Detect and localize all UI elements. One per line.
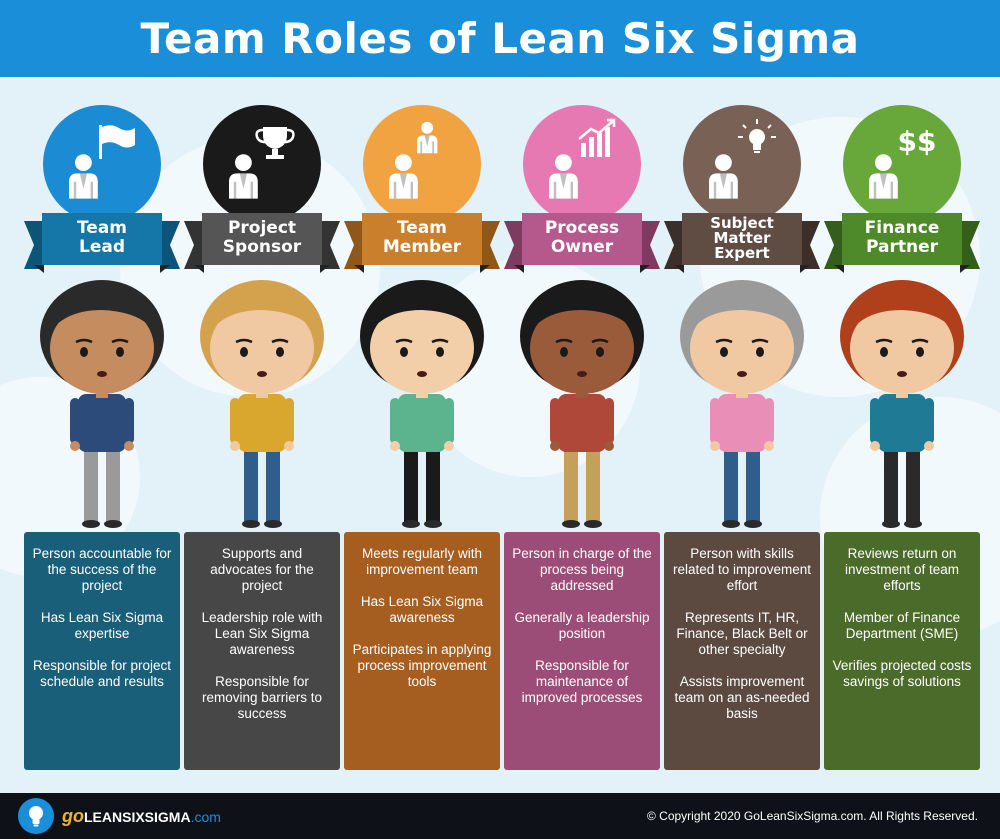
role-title: Team Member <box>382 218 462 257</box>
lightbulb-logo-icon <box>18 798 54 834</box>
copyright-text: © Copyright 2020 GoLeanSixSigma.com. All… <box>646 809 978 823</box>
role-responsibility: Meets regularly with improvement team <box>361 546 483 577</box>
role-column-team-member: Team Member Meets regularly with improve… <box>342 77 502 777</box>
character-illustration <box>822 272 982 537</box>
role-description: Person with skills related to improvemen… <box>664 532 820 770</box>
role-banner: Finance Partner <box>822 207 982 277</box>
role-responsibility: Person with skills related to improvemen… <box>672 546 812 593</box>
role-column-process-owner: Process Owner Person in charge of the pr… <box>502 77 662 777</box>
logo-text: goLEANSIXSIGMA.com <box>62 806 221 827</box>
chart-icon <box>523 105 641 223</box>
role-banner: Process Owner <box>502 207 662 277</box>
role-responsibility: Leadership role with Lean Six Sigma awar… <box>201 610 323 657</box>
role-banner: Subject Matter Expert <box>662 207 822 277</box>
logo-go: go <box>62 805 84 826</box>
role-banner: Project Sponsor <box>182 207 342 277</box>
flag-icon <box>43 105 161 223</box>
trophy-icon <box>203 105 321 223</box>
role-column-subject-matter-expert: Subject Matter Expert Person with skills… <box>662 77 822 777</box>
role-description: Reviews return on investment of team eff… <box>824 532 980 770</box>
role-title: Project Sponsor <box>222 218 302 257</box>
role-column-team-lead: Team Lead Person accountable for the suc… <box>22 77 182 777</box>
role-banner: Team Lead <box>22 207 182 277</box>
team-icon <box>363 105 481 223</box>
header-banner: Team Roles of Lean Six Sigma <box>0 0 1000 77</box>
character-illustration <box>662 272 822 537</box>
character-illustration <box>182 272 342 537</box>
character-illustration <box>342 272 502 537</box>
logo-com: .com <box>190 808 221 825</box>
logo[interactable]: goLEANSIXSIGMA.com <box>18 798 221 834</box>
page-title: Team Roles of Lean Six Sigma <box>140 14 860 63</box>
footer: goLEANSIXSIGMA.com © Copyright 2020 GoLe… <box>0 793 1000 839</box>
character-illustration <box>22 272 182 537</box>
role-responsibility: Represents IT, HR, Finance, Black Belt o… <box>676 610 808 657</box>
role-responsibility: Participates in applying process improve… <box>352 642 492 689</box>
role-title: Subject Matter Expert <box>710 213 774 262</box>
role-responsibility: Responsible for project schedule and res… <box>32 658 172 689</box>
role-responsibility: Responsible for removing barriers to suc… <box>201 674 323 721</box>
role-column-finance-partner: $$ Finance Partner Reviews return on inv… <box>822 77 982 777</box>
role-responsibility: Has Lean Six Sigma expertise <box>40 610 164 641</box>
role-responsibility: Reviews return on investment of team eff… <box>844 546 960 593</box>
role-responsibility: Verifies projected costs savings of solu… <box>832 658 972 689</box>
role-title: Team Lead <box>76 218 128 257</box>
role-title: Process Owner <box>544 218 620 257</box>
role-responsibility: Member of Finance Department (SME) <box>843 610 961 641</box>
role-responsibility: Has Lean Six Sigma awareness <box>360 594 484 625</box>
role-responsibility: Assists improvement team on an as-needed… <box>674 674 810 721</box>
role-column-project-sponsor: Project Sponsor Supports and advocates f… <box>182 77 342 777</box>
role-title: Finance Partner <box>864 218 940 257</box>
character-illustration <box>502 272 662 537</box>
lightbulb-icon <box>683 105 801 223</box>
role-banner: Team Member <box>342 207 502 277</box>
role-responsibility: Generally a leadership position <box>514 610 650 641</box>
role-description: Person in charge of the process being ad… <box>504 532 660 770</box>
dollar-icon: $$ <box>843 105 961 223</box>
role-responsibility: Person accountable for the success of th… <box>32 546 172 593</box>
role-responsibility: Responsible for maintenance of improved … <box>521 658 643 705</box>
svg-text:$$: $$ <box>898 125 937 158</box>
role-responsibility: Supports and advocates for the project <box>210 546 314 593</box>
role-responsibility: Person in charge of the process being ad… <box>512 546 652 593</box>
role-description: Person accountable for the success of th… <box>24 532 180 770</box>
logo-main: LEANSIXSIGMA <box>84 808 191 825</box>
